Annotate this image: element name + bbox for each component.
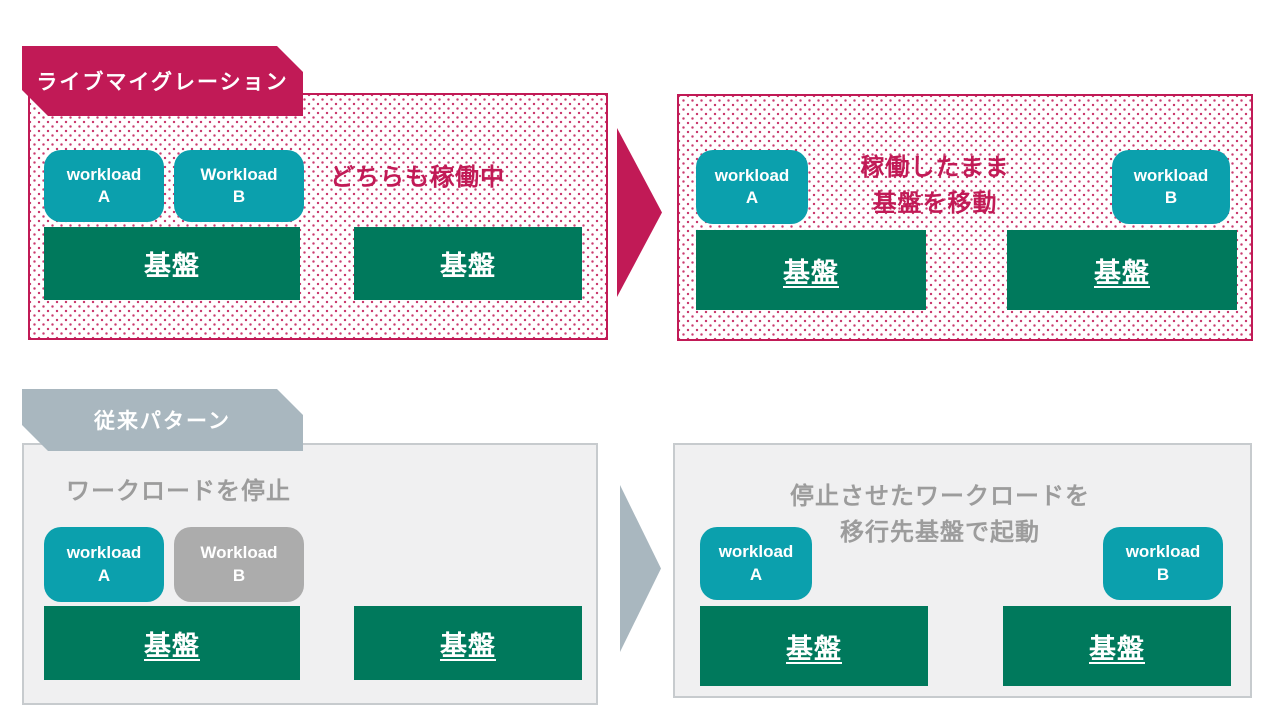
live-dest-workload-a-box: workload A [696,150,808,224]
legacy-dest-platform-2: 基盤 [1003,606,1231,686]
legacy-source-platform-2: 基盤 [354,606,582,680]
live-dest-platform-1: 基盤 [696,230,926,310]
live-dest-workload-b-box: workload B [1112,150,1230,224]
legacy-source-workload-a-box: workload A [44,527,164,602]
legacy-dest-platform-1: 基盤 [700,606,928,686]
live-source-platform-2: 基盤 [354,227,582,300]
live-source-workload-a-box: workload A [44,150,164,222]
live-source-note: どちらも稼働中 [330,164,505,191]
legacy-dest-workload-a-box: workload A [700,527,812,600]
legacy-source-panel: ワークロードを停止 workload A Workload B 基盤 基盤 [22,443,598,705]
live-dest-note: 稼働したまま 基盤を移動 [860,154,1010,217]
live-dest-panel: workload A 稼働したまま 基盤を移動 workload B 基盤 基盤 [677,94,1253,341]
legacy-pattern-ribbon-label: 従来パターン [94,410,231,433]
legacy-dest-note: 停止させたワークロードを 移行先基盤で起動 [790,483,1090,546]
live-migration-ribbon: ライブマイグレーション [22,46,303,116]
legacy-source-platform-1: 基盤 [44,606,300,680]
legacy-migration-arrow-icon [620,485,661,652]
legacy-source-note: ワークロードを停止 [66,478,291,505]
live-source-platform-1: 基盤 [44,227,300,300]
legacy-dest-workload-b-box: workload B [1103,527,1223,600]
legacy-pattern-ribbon: 従来パターン [22,389,303,451]
live-source-panel: workload A Workload B どちらも稼働中 基盤 基盤 [28,93,608,340]
live-source-workload-b-box: Workload B [174,150,304,222]
legacy-source-workload-b-box-stopped: Workload B [174,527,304,602]
live-migration-ribbon-label: ライブマイグレーション [36,71,289,94]
legacy-dest-panel: 停止させたワークロードを 移行先基盤で起動 workload A workloa… [673,443,1252,698]
live-dest-platform-2: 基盤 [1007,230,1237,310]
live-migration-arrow-icon [617,128,662,297]
